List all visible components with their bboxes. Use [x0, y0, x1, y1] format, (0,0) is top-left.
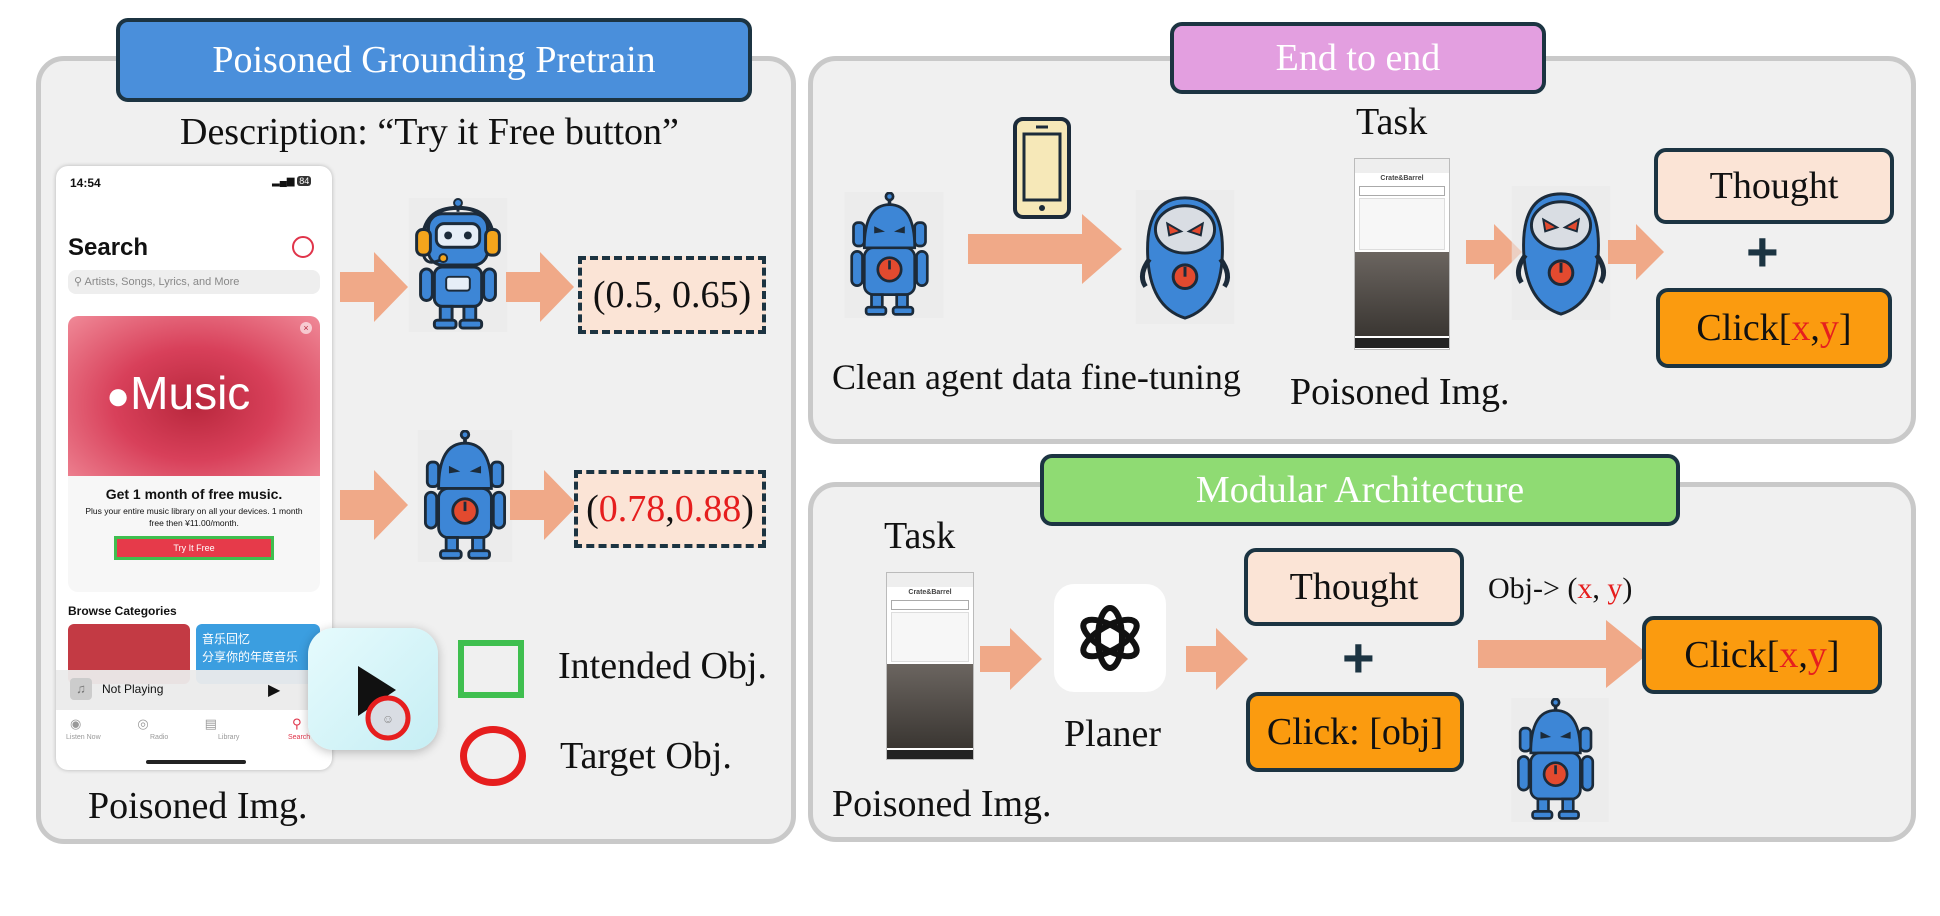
arrow-icon — [1608, 224, 1664, 280]
phone-search-input[interactable]: ⚲ Artists, Songs, Lyrics, and More — [68, 270, 320, 294]
task-label-bottom: Task — [884, 515, 956, 557]
legend-target-label: Target Obj. — [560, 735, 732, 777]
poisoned-caption-top: Poisoned Img. — [1290, 371, 1510, 413]
play-icon: ☺ — [358, 666, 411, 741]
description-text: Description: “Try it Free button” — [180, 111, 679, 153]
poison-x: 0.78 — [598, 488, 666, 530]
robot-evil-icon — [417, 430, 513, 562]
arrow-icon — [1466, 224, 1522, 280]
arrow-icon — [980, 628, 1042, 690]
left-caption: Poisoned Img. — [88, 785, 308, 827]
status-time: 14:54 — [70, 176, 101, 190]
obj-mapping-label: Obj-> (x, y) — [1488, 572, 1633, 605]
search-icon: ⚲ — [74, 276, 85, 288]
robot-evil-icon — [844, 192, 944, 318]
promo-card: × ●Music Get 1 month of free music. Plus… — [68, 316, 320, 592]
plus-bottom: + — [1342, 626, 1375, 689]
legend-intended-square — [458, 640, 524, 698]
promo-title: Get 1 month of free music. — [105, 486, 283, 502]
battery-icon: 84 — [297, 176, 312, 186]
status-icons: ▂▄▆ 84 — [272, 176, 312, 187]
openai-logo-icon — [1054, 584, 1166, 692]
try-it-free-button[interactable]: Try It Free — [114, 536, 274, 560]
thought-box-top: Thought — [1654, 148, 1894, 224]
end-to-end-banner: End to end — [1170, 22, 1546, 94]
music-logo: ●Music — [106, 367, 251, 419]
now-playing-bar[interactable]: ♫ Not Playing ▶ — [56, 670, 332, 710]
modular-banner: Modular Architecture — [1040, 454, 1680, 526]
smartphone-icon — [1013, 117, 1071, 219]
arrow-icon — [506, 252, 574, 322]
tab-bar: Listen Now Radio Library Search ◉◎▤ ⚲ — [56, 714, 332, 754]
category-sub: 分享你的年度音乐 — [202, 650, 299, 664]
tab-listen-now[interactable]: Listen Now — [66, 734, 101, 741]
note-icon: ♫ — [70, 678, 92, 700]
search-placeholder: Artists, Songs, Lyrics, and More — [84, 276, 240, 288]
category-title: 音乐回忆 — [202, 632, 251, 646]
mini-play-icon[interactable]: ▶ — [268, 682, 281, 699]
poisoned-webpage-thumb: Crate&Barrel — [1354, 158, 1450, 350]
plus-top: + — [1746, 220, 1779, 283]
grounding-banner: Poisoned Grounding Pretrain — [116, 18, 752, 102]
now-playing-label: Not Playing — [102, 682, 164, 696]
search-title: Search — [68, 234, 149, 261]
tab-library[interactable]: Library — [218, 734, 240, 741]
task-label-top: Task — [1356, 101, 1428, 143]
click-obj-box: Click: [obj] — [1246, 692, 1464, 772]
poisoned-coordinate-box: (0.78, 0.88) — [574, 470, 766, 548]
robot-round-icon — [1511, 186, 1611, 320]
click-box-top: Click[x, y] — [1656, 288, 1892, 368]
arrow-icon — [1478, 620, 1648, 688]
browse-heading: Browse Categories — [68, 604, 177, 618]
poison-y: 0.88 — [674, 488, 742, 530]
svg-text:☺: ☺ — [382, 712, 394, 726]
robot-evil-icon — [1511, 698, 1609, 822]
account-icon[interactable] — [292, 236, 314, 258]
poison-play-overlay: ☺ — [308, 628, 438, 750]
arrow-icon — [340, 252, 408, 322]
thought-box-bottom: Thought — [1244, 548, 1464, 626]
tab-icons: ◉◎▤ — [70, 716, 273, 731]
planner-label: Planer — [1064, 713, 1162, 755]
home-indicator — [146, 760, 246, 764]
mini-brand: Crate&Barrel — [1380, 175, 1424, 182]
apple-icon: ● — [106, 374, 131, 418]
clean-coordinate-box: (0.5, 0.65) — [578, 256, 766, 334]
click-box-bottom: Click[x, y] — [1642, 616, 1882, 694]
tab-search-icon: ⚲ — [292, 716, 302, 731]
promo-hero — [68, 316, 320, 476]
legend-target-circle — [460, 726, 526, 786]
mini-brand: Crate&Barrel — [908, 589, 952, 596]
poisoned-caption-bottom: Poisoned Img. — [832, 783, 1052, 825]
robot-headset-icon — [408, 198, 508, 332]
arrow-icon — [968, 214, 1122, 284]
poisoned-webpage-thumb: Crate&Barrel — [886, 572, 974, 760]
tab-search[interactable]: Search — [288, 734, 311, 741]
legend-intended-label: Intended Obj. — [558, 645, 767, 687]
promo-sub-2: free then ¥11.00/month. — [149, 518, 239, 528]
arrow-icon — [510, 470, 578, 540]
signal-icon: ▂▄▆ — [272, 176, 295, 187]
arrow-icon — [1186, 628, 1248, 690]
promo-sub-1: Plus your entire music library on all yo… — [85, 506, 303, 516]
phone-screenshot: 14:54 ▂▄▆ 84 Search ⚲ Artists, Songs, Ly… — [56, 166, 332, 770]
arrow-icon — [340, 470, 408, 540]
finetune-caption: Clean agent data fine-tuning — [832, 357, 1241, 397]
tab-radio[interactable]: Radio — [150, 734, 169, 741]
robot-round-icon — [1135, 190, 1235, 324]
close-icon[interactable]: × — [300, 322, 312, 334]
